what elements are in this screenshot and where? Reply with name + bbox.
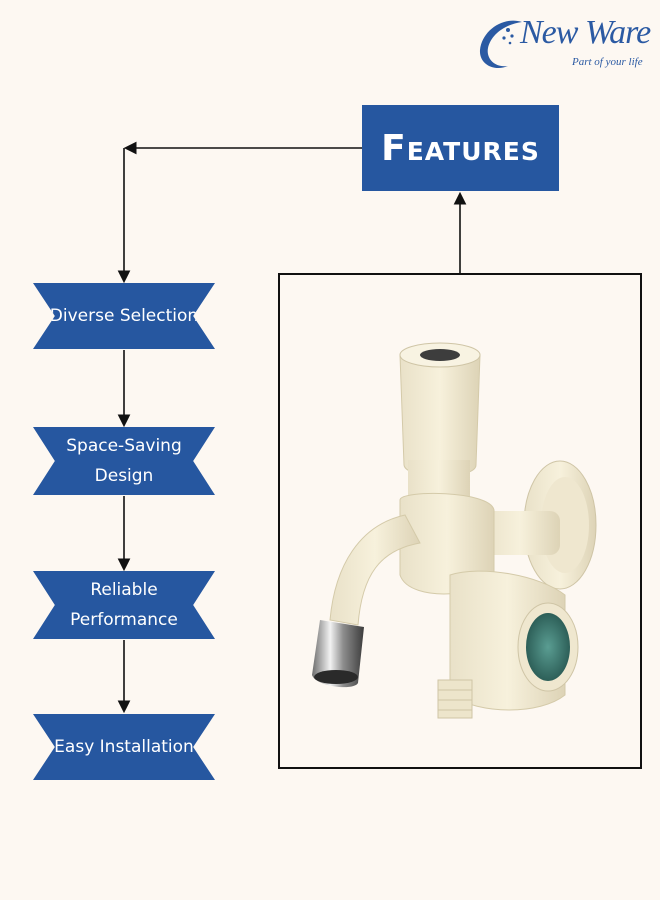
- feature-banner-reliable-performance: Reliable Performance: [33, 571, 215, 639]
- brand-logo: New Ware Part of your life: [474, 8, 654, 78]
- product-photo-frame: [278, 273, 642, 769]
- feature-banner-space-saving-design: Space-Saving Design: [33, 427, 215, 495]
- two-way-tap-icon: [312, 342, 597, 719]
- feature-banner-easy-installation: Easy Installation: [33, 714, 215, 780]
- features-title: Features: [381, 127, 540, 169]
- feature-label: Diverse Selection: [49, 306, 199, 326]
- feature-label: Space-Saving Design: [66, 436, 182, 486]
- logo-swoosh-icon: [479, 20, 522, 69]
- feature-label: Reliable Performance: [70, 580, 178, 630]
- logo-tagline: Part of your life: [572, 56, 643, 68]
- features-title-box: Features: [362, 105, 559, 191]
- feature-label: Easy Installation: [54, 737, 194, 757]
- feature-banner-diverse-selection: Diverse Selection: [33, 283, 215, 349]
- logo-brand-text: New Ware: [520, 14, 651, 51]
